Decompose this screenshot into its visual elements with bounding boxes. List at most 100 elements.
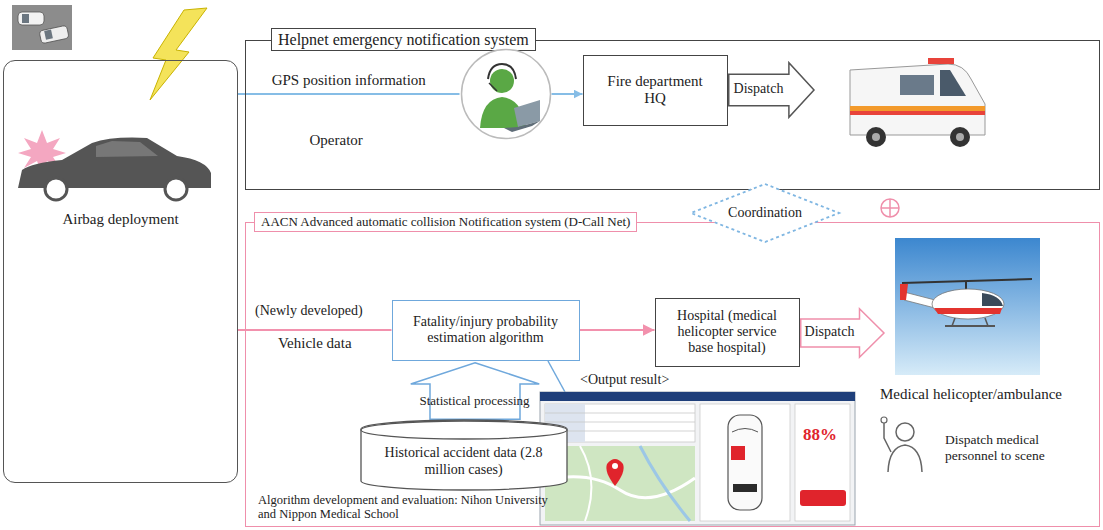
system-frame: AACN Advanced automatic collision Notifi… xyxy=(245,222,1100,527)
helicopter-photo xyxy=(895,238,1040,375)
ambulance-picture-part xyxy=(900,75,934,95)
annotation: Medical helicopter/ambulance xyxy=(880,386,1062,403)
screen-capture-part xyxy=(728,415,762,510)
screen-capture xyxy=(540,392,855,525)
screen-capture-part xyxy=(606,459,623,486)
leader-line-part xyxy=(548,361,565,392)
medic-figure-part xyxy=(888,445,922,472)
crossed-circle-symbol-part xyxy=(889,199,891,217)
system-frame: Helpnet emergency notification systemOpe… xyxy=(245,40,1100,190)
car-silhouette-part xyxy=(45,178,67,200)
dispatch-arrow-outline-part xyxy=(728,62,813,117)
node-text: Dispatch xyxy=(734,81,784,97)
screen-capture-part xyxy=(580,446,591,521)
agent-icon-outline xyxy=(460,48,552,140)
flow-arrow-outline xyxy=(410,362,540,420)
ambulance-picture-part xyxy=(850,64,985,135)
node-text: Airbag deployment xyxy=(62,211,178,228)
process-box: Hospital (medical helicopter service bas… xyxy=(655,298,800,367)
crash-photo-part xyxy=(22,14,29,23)
screen-capture-part xyxy=(545,431,695,432)
annotation: Dispatch medical personnel to scene xyxy=(945,432,1065,463)
screen-capture-part xyxy=(545,422,695,423)
ambulance-picture-part xyxy=(940,70,966,96)
annotation: 88% xyxy=(803,425,837,445)
leader-line xyxy=(548,361,565,392)
medic-figure xyxy=(881,417,922,472)
helicopter-photo-part xyxy=(900,284,908,300)
screen-capture-part xyxy=(545,404,695,442)
screen-capture-part xyxy=(545,446,695,521)
screen-capture-part xyxy=(732,429,758,433)
medic-figure-part xyxy=(896,423,914,441)
ambulance-picture-part xyxy=(956,133,964,141)
connector xyxy=(238,93,460,95)
process-box: Fire department HQ xyxy=(583,55,728,126)
ambulance-picture-part xyxy=(872,133,880,141)
node-text: Historical accident data (2.8 million ca… xyxy=(384,445,544,477)
crash-photo xyxy=(12,5,72,50)
screen-capture-part xyxy=(540,392,855,525)
annotation: Algorithm development and evaluation: Ni… xyxy=(258,493,548,522)
database-cylinder-outline-part xyxy=(361,420,567,490)
ambulance-picture-part xyxy=(866,127,886,147)
crossed-circle-symbol xyxy=(881,199,899,217)
node-text: Hospital (medical helicopter service bas… xyxy=(664,308,791,356)
screen-capture-part xyxy=(795,404,850,521)
helicopter-photo-part xyxy=(932,289,1004,319)
connector xyxy=(552,93,583,95)
flow-arrow-outline-part xyxy=(410,362,539,419)
medic-figure-part xyxy=(881,417,887,423)
edge-label: GPS position information xyxy=(270,72,428,89)
car-silhouette-part xyxy=(96,141,158,157)
node-text: Dispatch xyxy=(805,324,855,340)
car-silhouette-part xyxy=(165,178,187,200)
dispatch-arrow-outline-part xyxy=(800,308,883,357)
frame-heading: Helpnet emergency notification system xyxy=(271,28,536,51)
coordination-diamond: Coordination xyxy=(690,183,840,243)
node-text: Fire department HQ xyxy=(600,73,711,108)
crash-photo-part xyxy=(39,25,69,44)
coordination-diamond-outline-part xyxy=(691,184,839,242)
algorithm-box: Fatality/injury probability estimation a… xyxy=(392,300,580,361)
screen-capture-part xyxy=(731,446,745,460)
connector xyxy=(580,329,655,331)
crash-photo-part xyxy=(18,12,44,25)
screen-capture-part xyxy=(540,392,855,401)
helicopter-photo-part xyxy=(952,318,955,326)
agent-icon-outline-part xyxy=(489,83,497,91)
node-text: Operator xyxy=(310,132,363,149)
helicopter-photo-part xyxy=(982,293,1003,306)
ambulance-picture-part xyxy=(928,58,954,64)
helicopter-photo-part xyxy=(895,238,1040,375)
edge-label: Vehicle data xyxy=(276,335,354,352)
crash-photo-part xyxy=(44,30,53,40)
screen-capture-part xyxy=(545,413,695,414)
connector xyxy=(238,329,392,331)
agent-icon-outline-part xyxy=(488,64,516,79)
screen-capture-part xyxy=(700,404,790,521)
agent-icon-outline-part xyxy=(490,69,514,93)
crash-photo-part xyxy=(12,5,72,50)
database-cylinder-outline-part xyxy=(361,421,567,439)
screen-capture-part xyxy=(640,446,690,521)
screen-capture-part xyxy=(733,484,757,492)
screen-capture-part xyxy=(612,463,618,469)
annotation: <Output result> xyxy=(580,372,669,388)
node-text: Coordination xyxy=(728,205,802,221)
medic-figure-part xyxy=(884,423,891,452)
screen-capture-part xyxy=(800,490,846,506)
ambulance-picture xyxy=(850,58,985,147)
lightning-bolt xyxy=(150,8,207,100)
ambulance-picture-part xyxy=(850,106,985,111)
ambulance-picture-part xyxy=(850,111,985,115)
helicopter-photo-part xyxy=(934,308,1002,314)
screen-capture-part xyxy=(545,477,695,498)
ambulance-picture-part xyxy=(950,127,970,147)
agent-icon-outline-part xyxy=(504,121,540,132)
car-silhouette xyxy=(18,130,211,200)
helicopter-photo-part xyxy=(904,292,935,308)
annotation: (Newly developed) xyxy=(255,303,363,319)
